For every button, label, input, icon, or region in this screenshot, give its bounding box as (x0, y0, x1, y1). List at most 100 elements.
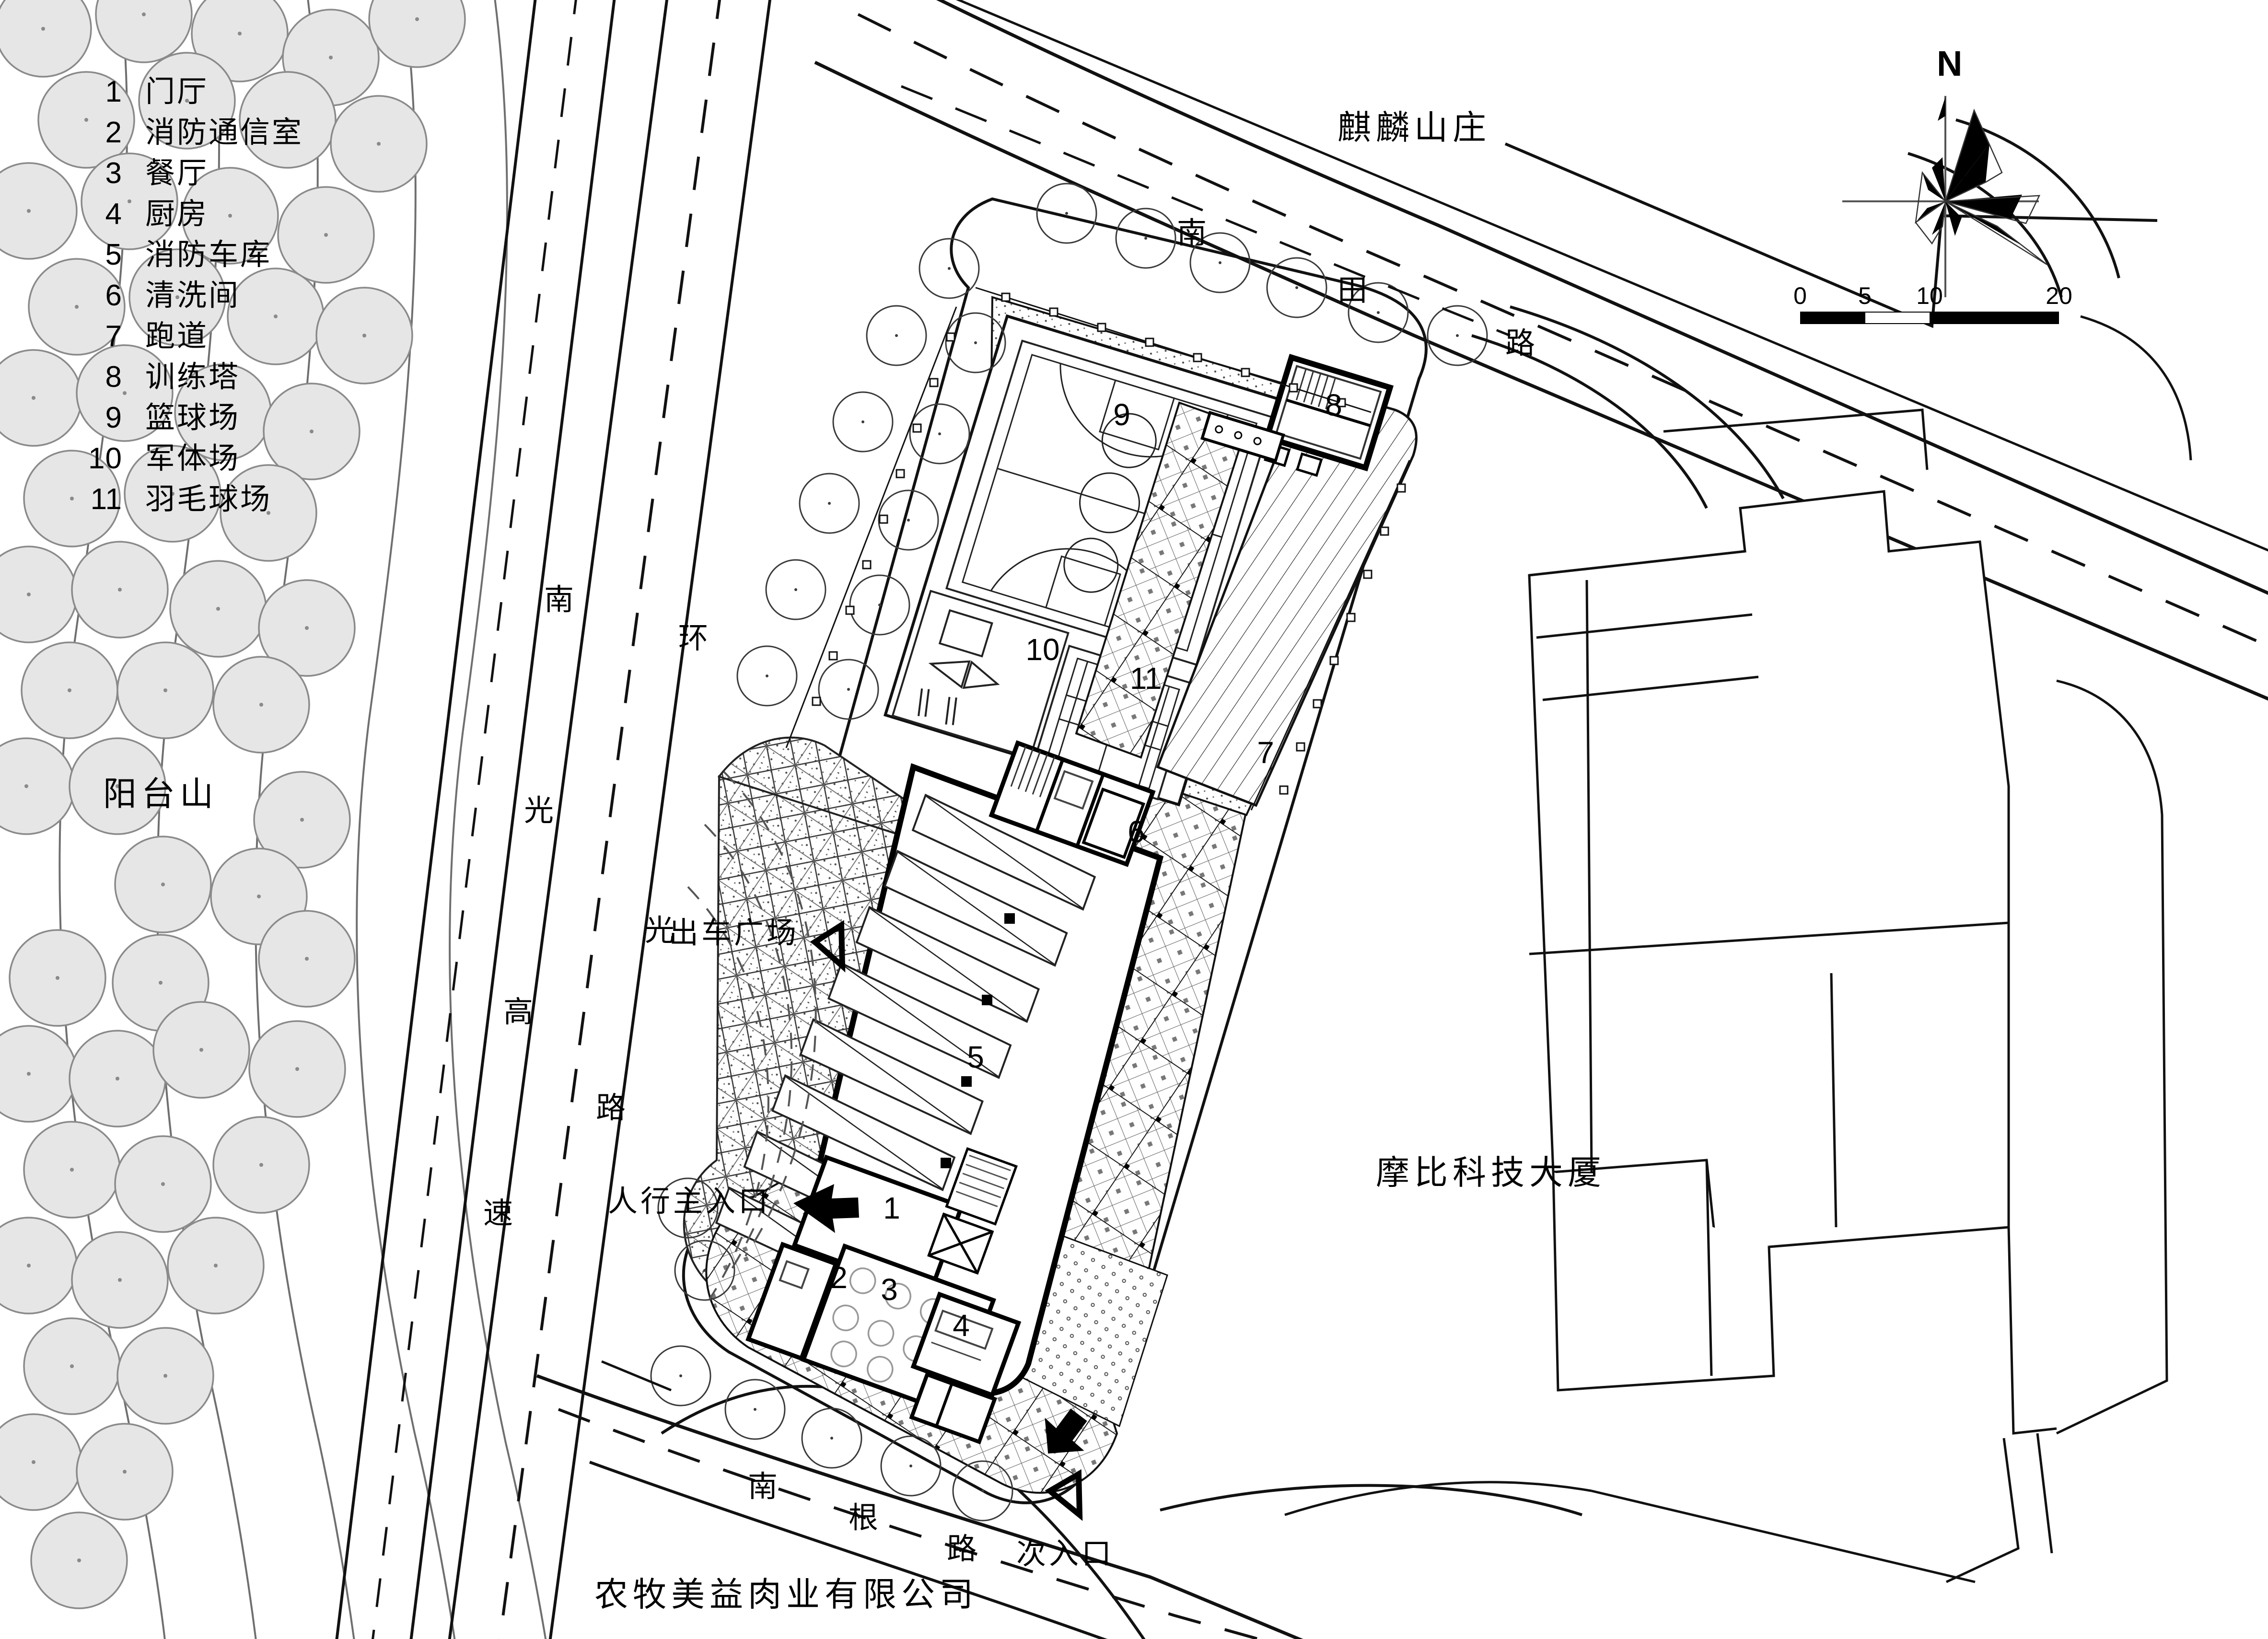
legend-item: 8 训练塔 (72, 352, 303, 394)
road-north (814, 0, 2268, 701)
fire-comms-room (745, 1242, 839, 1361)
scale-bar: 0 5 10 20 (1793, 282, 2072, 324)
label-south-road-char-2: 根 (849, 1501, 882, 1534)
label-tower-east: 摩比科技大厦 (1376, 1154, 1606, 1191)
legend-item: 6 清洗间 (72, 271, 303, 312)
legend-item: 11 羽毛球场 (72, 475, 303, 516)
plaza-marker-triangle (810, 920, 846, 973)
legend-number: 4 (105, 198, 122, 231)
plan-number-2: 2 (830, 1260, 848, 1295)
label-villa-north: 麒麟山庄 (1338, 109, 1491, 146)
label-north-road-char-2: 田 (1338, 274, 1371, 307)
legend-label: 篮球场 (145, 401, 241, 434)
legend-number: 7 (105, 320, 122, 353)
site-fence (785, 287, 1410, 811)
legend-item: 5 消防车库 (72, 230, 303, 271)
label-north-road-char-1: 南 (1177, 217, 1210, 250)
legend-label: 清洗间 (145, 279, 241, 312)
legend-label: 消防通信室 (145, 116, 304, 149)
legend-label: 跑道 (145, 320, 209, 353)
compass-rose (1842, 96, 2047, 297)
garage-bays (715, 793, 1096, 1303)
scale-tick-labels: 0 5 10 20 (1793, 282, 2072, 312)
legend-number: 5 (105, 238, 122, 271)
label-ring-char-1: 环 (678, 622, 711, 655)
label-main-entrance: 人行主入口 (608, 1185, 771, 1218)
north-plot-boundary (901, 85, 1511, 337)
legend-label: 门厅 (145, 75, 209, 108)
plan-number-4: 4 (953, 1308, 970, 1343)
label-plaza: 出车广场 (669, 917, 800, 950)
washroom-block (989, 740, 1156, 867)
plan-number-5: 5 (967, 1040, 984, 1074)
legend-item: 10 军体场 (72, 434, 303, 475)
plan-number-7: 7 (1257, 735, 1274, 770)
plan-number-6: 6 (1128, 814, 1145, 849)
road-expressway (335, 0, 616, 1639)
north-label: N (1937, 44, 1963, 83)
legend-item: 4 厨房 (72, 189, 303, 231)
legend-item: 1 门厅 (72, 67, 303, 108)
road-ring (372, 0, 772, 1639)
compass: N (1803, 43, 2090, 321)
legend-number: 2 (105, 116, 122, 149)
legend-number: 1 (105, 75, 122, 108)
label-secondary-entrance: 次入口 (1016, 1537, 1115, 1570)
legend-label: 羽毛球场 (145, 483, 272, 516)
label-ring-char-3: 路 (596, 1092, 629, 1125)
landscape-arcs (687, 771, 817, 1300)
plan-number-9: 9 (1113, 397, 1130, 432)
kitchen (910, 1291, 1022, 1398)
legend-label: 军体场 (145, 442, 241, 475)
label-expressway-char-4: 速 (483, 1197, 516, 1230)
stair-cores (927, 1147, 1018, 1275)
legend-number: 9 (105, 401, 122, 434)
label-north-road-char-3: 路 (1505, 327, 1538, 360)
main-entrance-arrow (793, 1184, 859, 1233)
label-expressway-char-3: 高 (503, 996, 536, 1029)
legend-item: 2 消防通信室 (72, 108, 303, 149)
running-track (1156, 382, 1418, 807)
plan-number-11: 11 (1129, 661, 1162, 696)
label-south-road-char-1: 南 (748, 1470, 781, 1503)
east-buildings (1528, 490, 2057, 1435)
label-mountain: 阳台山 (103, 775, 218, 813)
scale-tick-10: 10 (1916, 282, 1943, 309)
legend-number: 10 (88, 442, 122, 475)
legend-label: 消防车库 (145, 238, 272, 271)
legend-number: 3 (105, 157, 122, 190)
scale-segment-1 (1801, 313, 1865, 323)
military-training-ground (891, 590, 1070, 759)
scale-tick-5: 5 (1858, 282, 1872, 309)
plan-number-10: 10 (1025, 632, 1060, 667)
label-expressway-char-1: 南 (544, 583, 577, 616)
road-south (536, 1374, 1303, 1639)
secondary-entrance-triangle (1045, 1469, 1083, 1521)
legend-label: 餐厅 (145, 157, 209, 190)
scale-segment-2 (1865, 313, 1930, 323)
legend-item: 3 餐厅 (72, 149, 303, 190)
plan-number-3: 3 (881, 1272, 898, 1307)
legend-number: 8 (105, 360, 122, 394)
label-factory-south: 农牧美益肉业有限公司 (594, 1576, 978, 1613)
scale-bar-segments (1800, 312, 2059, 324)
label-south-road-char-3: 路 (947, 1533, 980, 1566)
legend-label: 厨房 (145, 198, 209, 231)
scale-tick-20: 20 (2046, 282, 2072, 309)
training-tower (1200, 354, 1394, 477)
legend-number: 11 (90, 483, 122, 516)
plan-number-8: 8 (1325, 388, 1342, 422)
label-expressway-char-2: 光 (524, 794, 557, 827)
label-ring-char-2: 光 (645, 914, 678, 947)
legend: 1 门厅 2 消防通信室 3 餐厅 4 厨房 5 消防车库 6 清洗间 7 跑道… (72, 67, 303, 516)
legend-label: 训练塔 (145, 360, 241, 394)
plan-number-1: 1 (883, 1191, 900, 1225)
south-boundary (601, 1360, 1976, 1583)
wc-annex (909, 1372, 998, 1444)
legend-number: 6 (105, 279, 122, 312)
east-plot-lines (1663, 315, 2192, 1583)
secondary-entrance-arrow (1045, 1408, 1087, 1454)
legend-item: 9 篮球场 (72, 393, 303, 434)
